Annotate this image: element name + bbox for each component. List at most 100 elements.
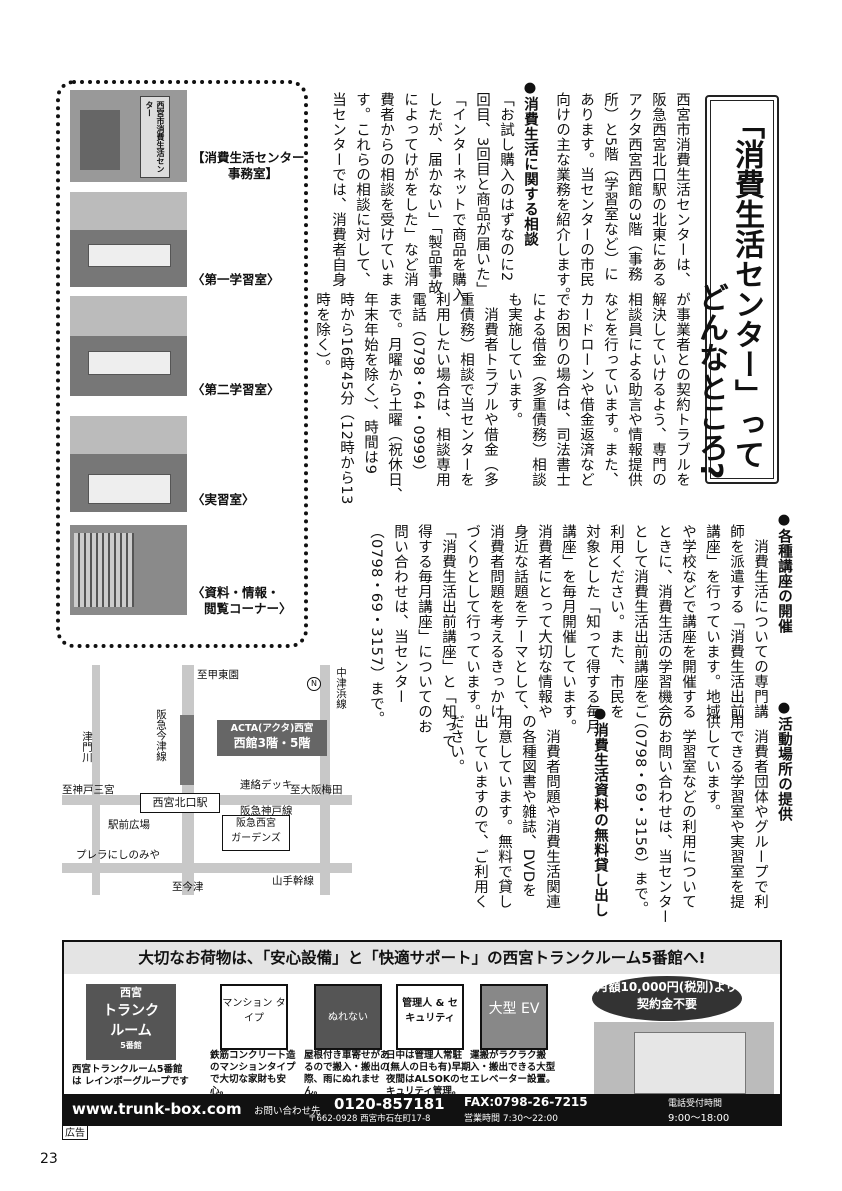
map-label: 山手幹線 xyxy=(272,875,314,887)
title-line-2: どんなところ? xyxy=(693,282,728,480)
body-line-6: 向けの主な業務を紹介します。 xyxy=(554,92,570,302)
photo-room-2 xyxy=(70,296,187,396)
caption-line: 事務室】 xyxy=(228,166,279,181)
map-road xyxy=(62,863,352,873)
s3-line: 用できる学習室や実習室を提 xyxy=(728,714,744,909)
acta-floor-label: 西館3階・5階 xyxy=(233,736,311,750)
s2-line: 「消費生活出前講座」と「知って xyxy=(440,524,456,749)
map-label: 津門川 xyxy=(81,731,93,763)
logo-line: 西宮 xyxy=(120,986,142,999)
ad-logo-caption: 西宮トランクルーム5番館は レインボーグループです xyxy=(72,1064,189,1087)
ad-address: 〒662-0928 西宮市石在町17-8 xyxy=(308,1114,431,1124)
photo-room-1 xyxy=(70,192,187,287)
gardens-label: ガーデンズ xyxy=(231,833,281,844)
s2-line: や学校などで講座を開催する xyxy=(680,524,696,719)
page-number: 23 xyxy=(40,1151,58,1167)
feature-mansion-icon: マンション タイプ xyxy=(220,984,288,1050)
s4-line: ださい。 xyxy=(448,714,464,774)
s2-line: ときに、消費生活の学習機会 xyxy=(656,524,672,719)
feature-desc: 運搬がラクラク搬入・搬出できる大型エレベーター設置。 xyxy=(470,1050,556,1085)
ad-headline: 大切なお荷物は、「安心設備」と「快適サポート」の西宮トランクルーム5番館へ! xyxy=(64,942,780,974)
s2-line: （0798・69・3157）まで。 xyxy=(368,524,384,727)
price-line: 月額10,000円(税別)より xyxy=(596,980,738,994)
s4-line: の各種図書や雑誌、DVDを xyxy=(520,714,536,898)
s2-line: づくりとして行っています。 xyxy=(464,524,480,719)
s1-line: でお困りの場合は、司法書士 xyxy=(554,292,570,487)
s3-line: 消費者団体やグループで利 xyxy=(752,714,768,909)
map-label: 阪急今津線 xyxy=(155,709,167,762)
s1-line: 「お試し購入のはずなのに2 xyxy=(498,92,514,282)
s1-line: 回目、3回目と商品が届いた」 xyxy=(474,92,490,297)
s2-line: 消費生活についての専門講 xyxy=(752,524,768,719)
s2-line: 講座」を行っています。地域 xyxy=(704,524,720,719)
office-sign: 西宮市消費生活センター xyxy=(140,96,170,178)
photo-caption-office: 【消費生活センター 事務室】 xyxy=(192,150,305,182)
s4-line: 用意しています。無料で貸し xyxy=(496,714,512,909)
feature-desc: 屋根付き車寄せがあるので搬入・搬出の際、雨にぬれません。 xyxy=(304,1050,390,1097)
s2-line: 消費者にとって大切な情報や xyxy=(536,524,552,719)
s4-line: 消費者問題や消費生活関連 xyxy=(544,714,560,909)
logo-badge: 5番館 xyxy=(120,1041,142,1050)
s1-line: まで。月曜から土曜（祝休日、 xyxy=(386,292,402,502)
s4-line: 出していますので、ご利用く xyxy=(472,714,488,909)
feature-icon-text: ぬれない xyxy=(328,1012,368,1023)
photo-kitchen xyxy=(70,416,187,512)
feature-icon-text: 大型 EV xyxy=(488,1001,540,1017)
s2-line: 師を派遣する「消費生活出前 xyxy=(728,524,744,719)
map-road xyxy=(92,665,100,895)
s1-line: す。これらの相談に対して、 xyxy=(354,92,370,287)
feature-desc: 鉄筋コンクリート造のマンションタイプで大切な家財も安心。 xyxy=(210,1050,296,1097)
s3-line: 供しています。 xyxy=(704,714,720,819)
s3-line: （0798・69・3156）まで。 xyxy=(632,714,648,917)
s2-line: 消費者問題を考えるきっかけ xyxy=(488,524,504,719)
ad-url-link[interactable]: www.trunk-box.com xyxy=(72,1100,242,1118)
s2-line: 身近な話題をテーマとして、 xyxy=(512,524,528,719)
s1-line: 年末年始を除く）、時間は9 xyxy=(362,292,378,475)
ad-tag: 広告 xyxy=(62,1123,88,1140)
s3-line: 学習室などの利用について xyxy=(680,714,696,909)
ad-logo: 西宮 トランク ルーム 5番館 xyxy=(86,984,176,1060)
map-label: 阪急神戸線 xyxy=(240,805,293,817)
s1-line: 解決していけるよう、専門の xyxy=(650,292,666,487)
s1-line: 利用したい場合は、相談専用 xyxy=(434,292,450,487)
s1-line: 時を除く）。 xyxy=(314,292,330,375)
map-label: プレラにしのみや xyxy=(76,849,160,861)
s2-line: 得する毎月講座」についてのお xyxy=(416,524,432,734)
caption-line: 〈資料・情報・ xyxy=(192,585,280,600)
s3-line: のお問い合わせは、当センター xyxy=(656,714,672,924)
s1-line: 費者からの相談を受けていま xyxy=(378,92,394,287)
caption-line: 閲覧コーナー〉 xyxy=(204,601,292,616)
body-line-4: 所）と5階（学習室など）に xyxy=(602,92,618,282)
s2-line: 講座」を毎月開催しています。 xyxy=(560,524,576,734)
s2-line: 対象とした「知って得する毎月 xyxy=(584,524,600,734)
ad-tel-hours-label: 電話受付時間 xyxy=(668,1099,723,1109)
map-label: 至神戸三宮 xyxy=(62,784,115,796)
elevator-icon: 大型 EV xyxy=(480,984,548,1050)
s1-line: によってけがをした」など消 xyxy=(402,92,418,287)
ad-hours: 営業時間 7:30〜22:00 xyxy=(464,1114,559,1124)
caption-line: 【消費生活センター xyxy=(192,150,305,165)
ad-inquiry-label: お問い合わせ先 xyxy=(254,1106,321,1117)
section3-heading: ●活動場所の提供 xyxy=(776,700,792,822)
body-line-2: 阪急西宮北口駅の北東にある xyxy=(650,92,666,287)
station-box: 西宮北口駅 xyxy=(140,793,220,813)
s1-line: したが、届かない」「製品事故 xyxy=(426,92,442,295)
s2-line: 問い合わせは、当センター xyxy=(392,524,408,704)
ad-freecall: 0120-857181 xyxy=(334,1095,445,1113)
s1-line: などを行っています。また、 xyxy=(602,292,618,487)
map-label: 連絡デッキ xyxy=(240,779,293,791)
s1-line: カードローンや借金返済など xyxy=(578,292,594,487)
s2-line: 利用ください。また、市民を xyxy=(608,524,624,719)
ad-tel-hours: 9:00〜18:00 xyxy=(668,1113,730,1124)
s1-line: 相談員による助言や情報提供 xyxy=(626,292,642,487)
bookshelf xyxy=(74,533,134,607)
map-label: 中津浜線 xyxy=(335,667,347,709)
map-road xyxy=(320,665,330,895)
map-label: 駅前広場 xyxy=(108,819,150,831)
title-box: 「消費生活センター」って どんなところ? xyxy=(693,95,779,484)
s1-line: 「インターネットで商品を購入 xyxy=(450,92,466,302)
photo-panel-frame xyxy=(56,80,308,648)
s1-line: 当センターでは、消費者自身 xyxy=(330,92,346,287)
feature-desc: 日中は管理人常駐(無人の日も有)早期夜間はALSOKのセキュリティ管理。 xyxy=(386,1050,471,1097)
map-label: 至甲東園 xyxy=(197,669,239,681)
